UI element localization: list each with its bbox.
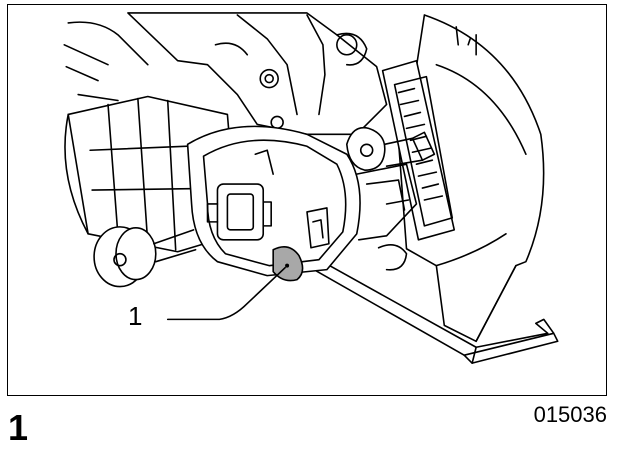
locking-knob [346, 126, 436, 171]
guide-wheel [93, 226, 197, 288]
blade-guard [395, 14, 545, 343]
base-plate [306, 258, 559, 364]
tool-illustration [63, 12, 559, 364]
figure-code: 015036 [533, 402, 607, 427]
callout-leader [166, 266, 286, 321]
side-mechanism [355, 163, 418, 271]
illustration-frame [7, 4, 607, 396]
motor-cap [186, 125, 361, 277]
figure-number: 1 [8, 407, 29, 448]
callout-number: 1 [128, 301, 143, 331]
